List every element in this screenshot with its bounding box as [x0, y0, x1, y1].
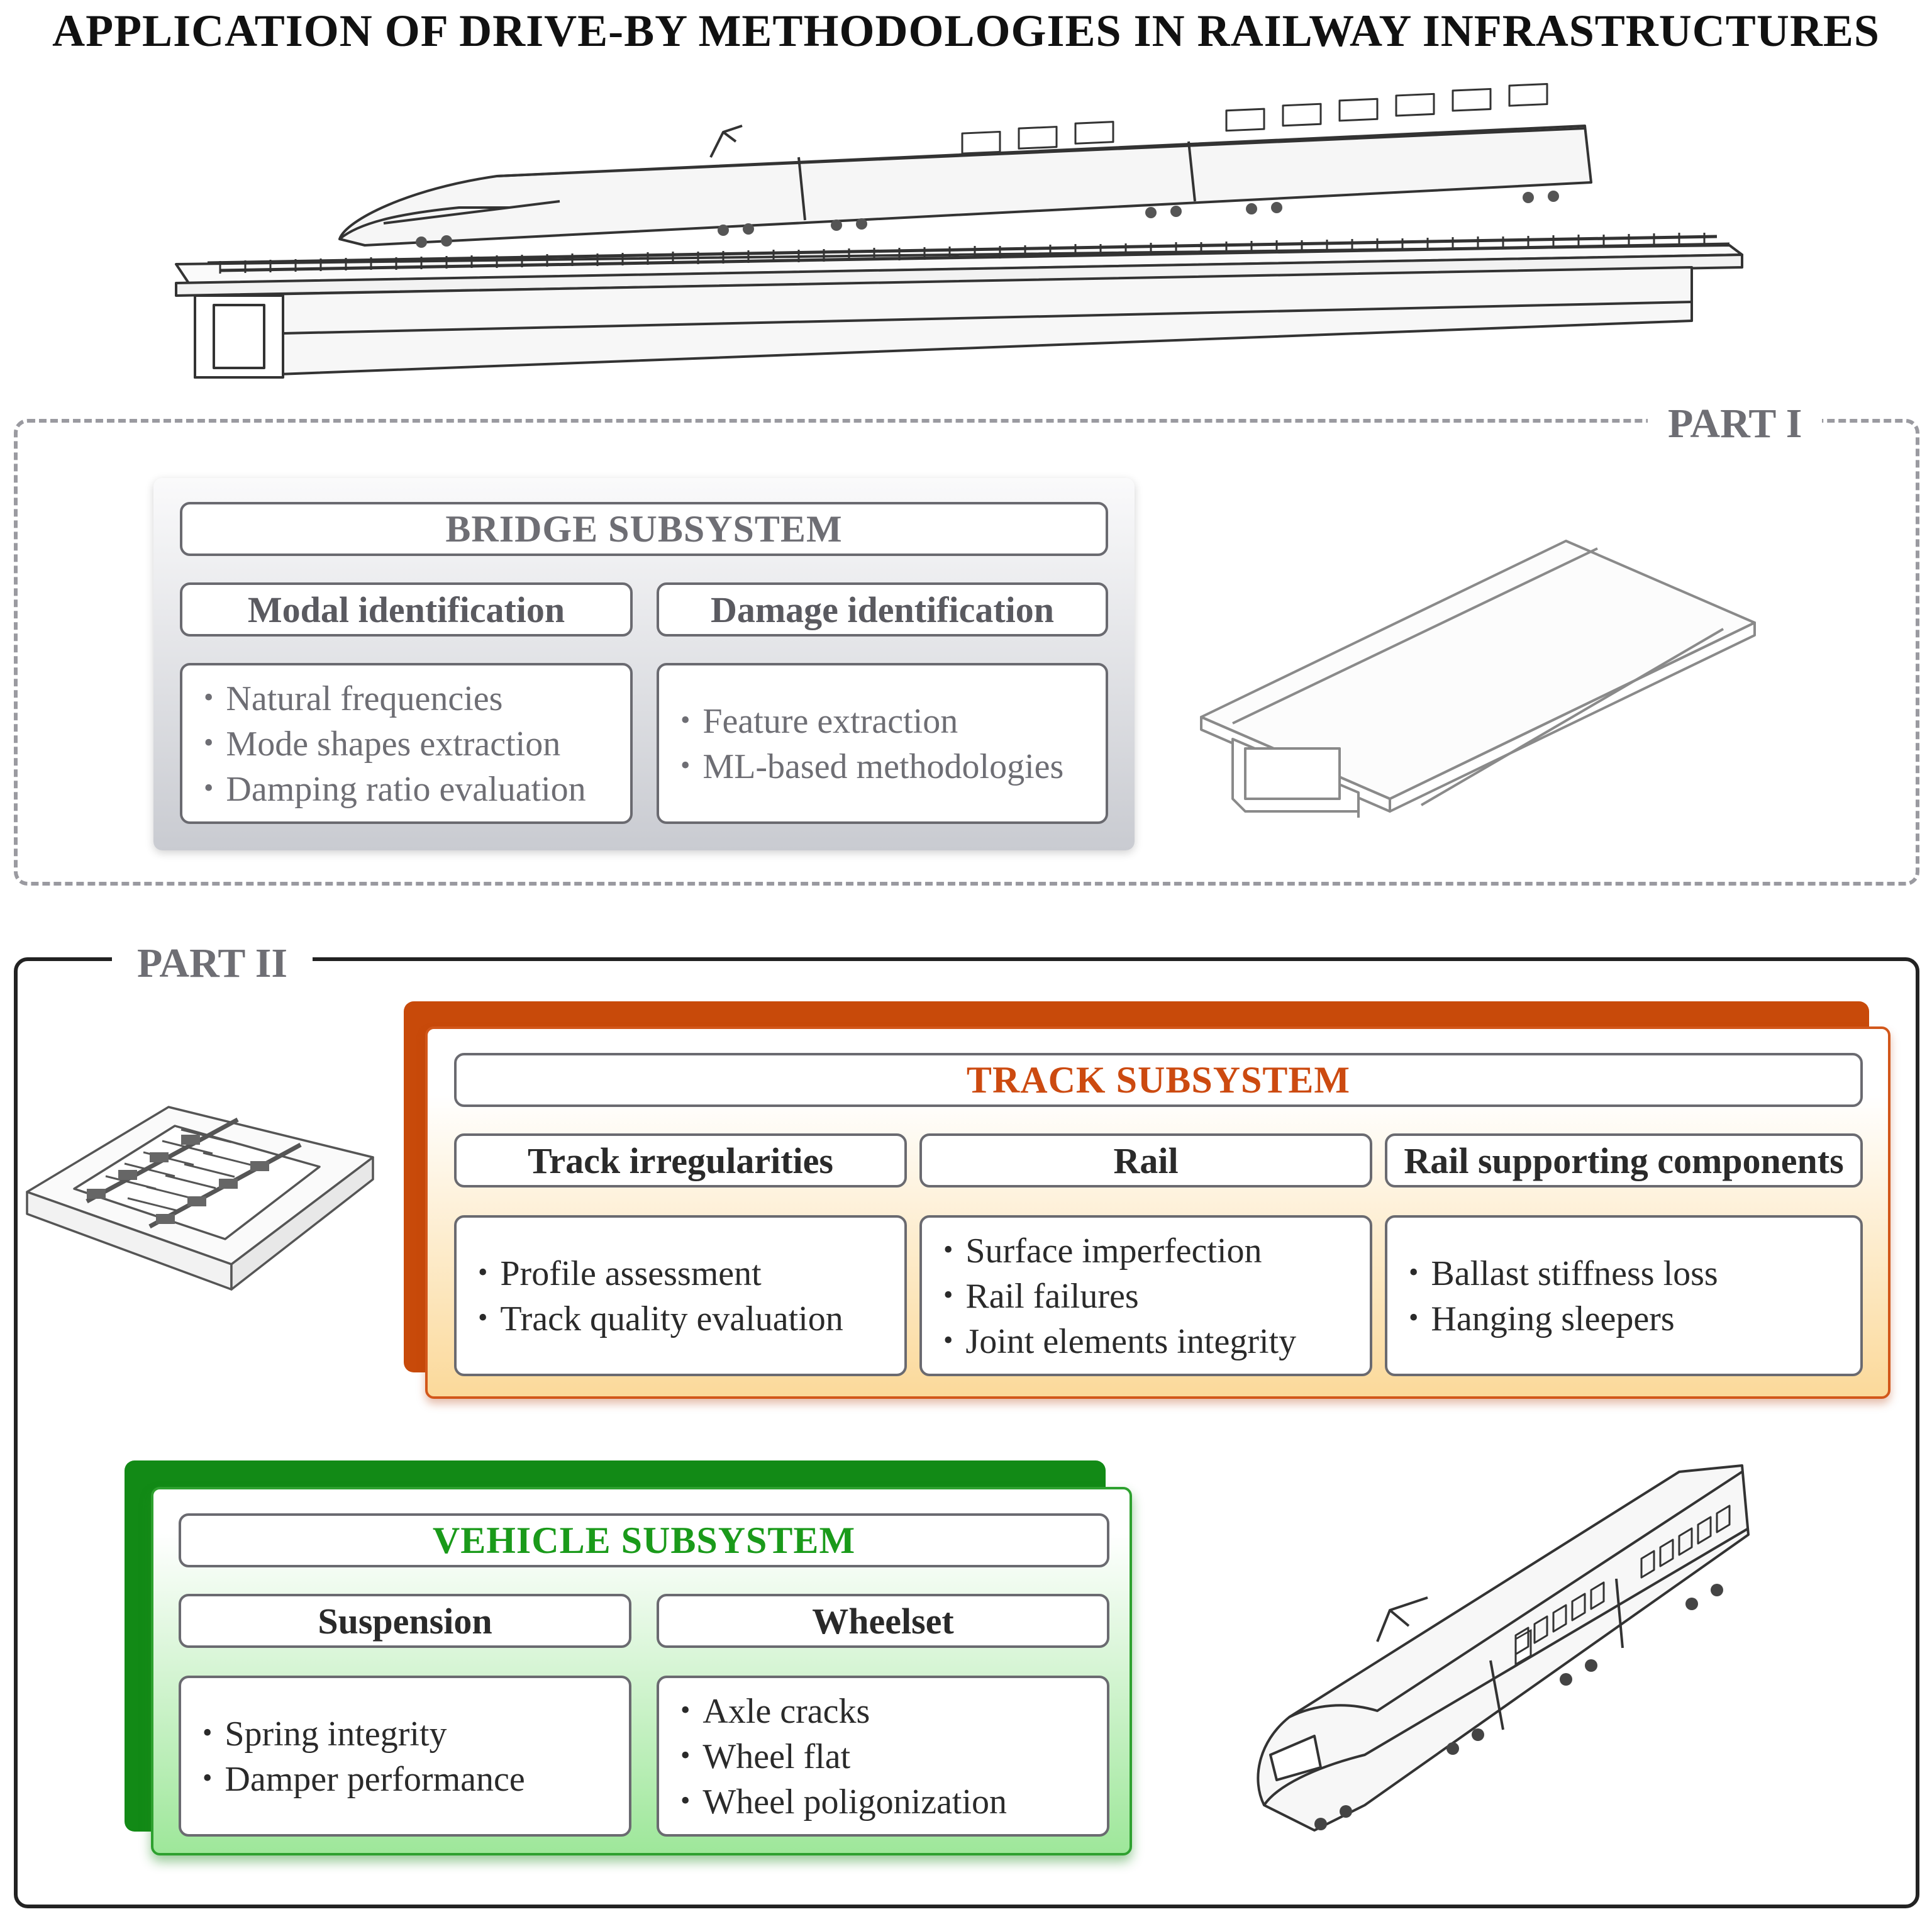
- modal-identification-header-text: Modal identification: [247, 589, 565, 630]
- track-subsystem-title-text: TRACK SUBSYSTEM: [966, 1059, 1351, 1101]
- bridge-deck-illustration: [1200, 540, 1756, 818]
- list-item: Natural frequencies: [204, 676, 586, 721]
- track-irregularities-header: Track irregularities: [454, 1133, 907, 1188]
- part2-frame: [14, 957, 1919, 1908]
- damage-identification-header: Damage identification: [657, 582, 1108, 637]
- list-item: Axle cracks: [680, 1688, 1007, 1733]
- track-irregularities-list: Profile assessment Track quality evaluat…: [454, 1215, 907, 1376]
- main-title: APPLICATION OF DRIVE-BY METHODOLOGIES IN…: [52, 6, 1880, 56]
- damage-identification-header-text: Damage identification: [710, 589, 1055, 630]
- rail-supporting-components-header-text: Rail supporting components: [1404, 1140, 1844, 1181]
- rail-header: Rail: [919, 1133, 1372, 1188]
- vehicle-subsystem-panel: VEHICLE SUBSYSTEM Suspension Wheelset Sp…: [151, 1487, 1132, 1855]
- modal-identification-list: Natural frequencies Mode shapes extracti…: [180, 663, 633, 824]
- track-subsystem-title: TRACK SUBSYSTEM: [454, 1053, 1863, 1107]
- bridge-subsystem-title: BRIDGE SUBSYSTEM: [180, 502, 1108, 556]
- suspension-list: Spring integrity Damper performance: [179, 1676, 631, 1837]
- bridge-subsystem-panel: BRIDGE SUBSYSTEM Modal identification Da…: [153, 478, 1135, 850]
- rail-list: Surface imperfection Rail failures Joint…: [919, 1215, 1372, 1376]
- list-item: Joint elements integrity: [943, 1318, 1296, 1364]
- track-subsystem-panel: TRACK SUBSYSTEM Track irregularities Rai…: [425, 1026, 1890, 1399]
- part2-label: PART II: [112, 940, 313, 987]
- rail-header-text: Rail: [1113, 1140, 1179, 1181]
- suspension-header-text: Suspension: [318, 1600, 492, 1642]
- part1-frame: [14, 419, 1919, 886]
- list-item: Damping ratio evaluation: [204, 766, 586, 811]
- list-item: Wheel flat: [680, 1733, 1007, 1779]
- vehicle-subsystem-title: VEHICLE SUBSYSTEM: [179, 1513, 1109, 1567]
- bridge-subsystem-title-text: BRIDGE SUBSYSTEM: [445, 508, 843, 550]
- wheelset-header-text: Wheelset: [812, 1600, 954, 1642]
- rail-supporting-components-list: Ballast stiffness loss Hanging sleepers: [1385, 1215, 1863, 1376]
- list-item: Damper performance: [203, 1756, 525, 1801]
- track-section-illustration: [26, 1106, 374, 1291]
- suspension-header: Suspension: [179, 1594, 631, 1648]
- damage-identification-list: Feature extraction ML-based methodologie…: [657, 663, 1108, 824]
- list-item: Ballast stiffness loss: [1409, 1250, 1718, 1296]
- train-on-bridge-illustration: [175, 83, 1743, 379]
- list-item: Spring integrity: [203, 1711, 525, 1756]
- list-item: Mode shapes extraction: [204, 721, 586, 766]
- list-item: Profile assessment: [478, 1250, 843, 1296]
- list-item: ML-based methodologies: [680, 743, 1063, 789]
- train-illustration: [1257, 1464, 1750, 1832]
- wheelset-header: Wheelset: [657, 1594, 1109, 1648]
- list-item: Track quality evaluation: [478, 1296, 843, 1341]
- list-item: Rail failures: [943, 1273, 1296, 1318]
- list-item: Surface imperfection: [943, 1228, 1296, 1273]
- list-item: Feature extraction: [680, 698, 1063, 743]
- list-item: Hanging sleepers: [1409, 1296, 1718, 1341]
- vehicle-subsystem-title-text: VEHICLE SUBSYSTEM: [432, 1519, 856, 1561]
- list-item: Wheel poligonization: [680, 1779, 1007, 1824]
- track-irregularities-header-text: Track irregularities: [528, 1140, 833, 1181]
- rail-supporting-components-header: Rail supporting components: [1385, 1133, 1863, 1188]
- wheelset-list: Axle cracks Wheel flat Wheel poligonizat…: [657, 1676, 1109, 1837]
- modal-identification-header: Modal identification: [180, 582, 633, 637]
- part1-label: PART I: [1648, 400, 1823, 448]
